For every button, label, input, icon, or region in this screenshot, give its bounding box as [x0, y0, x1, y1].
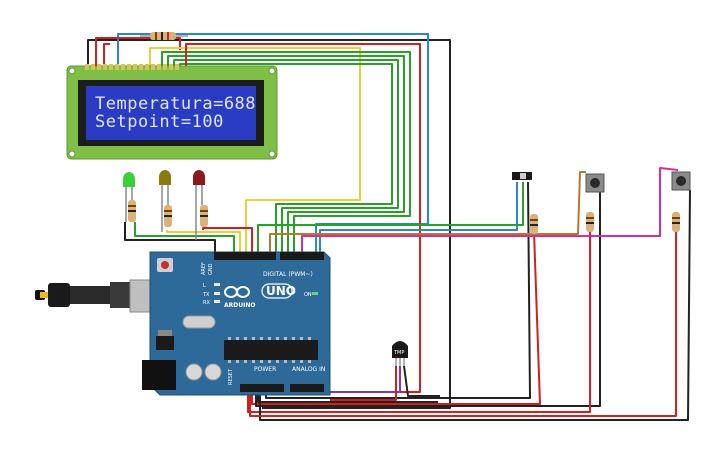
wire-yellow-led[interactable] [166, 230, 241, 252]
wire-green-lcd1[interactable] [161, 51, 411, 252]
wire-yellow-lcd[interactable] [149, 47, 361, 252]
wires [87, 33, 691, 421]
capacitor-1 [185, 363, 203, 381]
wire-green-lcd2[interactable] [167, 55, 405, 252]
analog-label: ANALOG IN [292, 366, 325, 373]
wire-brown-button1[interactable] [269, 171, 586, 252]
wire-red-button1[interactable] [247, 232, 591, 413]
wire-black-button2[interactable] [259, 189, 691, 421]
brand-label: ARDUINO [224, 302, 255, 309]
lcd-mount-hole [68, 67, 76, 75]
digital-header-1 [214, 252, 276, 260]
led-rx [214, 300, 220, 303]
led-tx [214, 292, 220, 295]
resistor-led-green[interactable] [128, 200, 136, 222]
wire-red-contrast[interactable] [103, 43, 110, 66]
wire-red-button2[interactable] [249, 232, 677, 417]
power-label: POWER [254, 366, 276, 373]
tx-label: TX [202, 292, 210, 298]
analog-header [290, 384, 324, 392]
lcd-mount-hole [268, 67, 276, 75]
wire-black-lcd[interactable] [87, 39, 451, 409]
push-button-1[interactable] [585, 173, 605, 193]
model-label: UNO [266, 284, 296, 298]
wire-green-lcd3[interactable] [173, 59, 399, 252]
led-l [214, 283, 220, 286]
led-red[interactable] [193, 170, 205, 240]
capacitor-2 [204, 363, 222, 381]
led-green[interactable] [123, 172, 135, 222]
push-button-2[interactable] [671, 171, 691, 191]
digital-label: DIGITAL (PWM~) [263, 271, 313, 278]
wire-red-switch[interactable] [251, 231, 541, 405]
wire-red-lcd[interactable] [95, 37, 181, 66]
wire-red-sensor[interactable] [330, 366, 397, 401]
wire-magenta-button2[interactable] [301, 167, 679, 252]
lcd-mount-hole [68, 150, 76, 158]
rx-label: RX [203, 300, 210, 306]
lcd-line-1: Temperatura=688 [95, 94, 256, 114]
voltage-regulator [156, 336, 174, 350]
wire-black-led[interactable] [124, 222, 216, 252]
arduino-board[interactable]: AREF GND DIGITAL (PWM~) L TX RX ARDUINO … [142, 251, 331, 396]
on-label: ON [304, 292, 312, 298]
lcd-line-2: Setpoint=100 [95, 112, 224, 132]
gnd-label: GND [208, 263, 214, 275]
lcd-header-pins [85, 64, 179, 70]
wire-blue-switch[interactable] [319, 182, 518, 252]
resistor-button-2[interactable] [672, 212, 680, 232]
arduino-logo: ARDUINO [224, 286, 255, 309]
uno-badge [261, 283, 293, 299]
led-yellow[interactable] [159, 170, 171, 232]
wire-black-button1[interactable] [255, 190, 601, 407]
resistor-lcd[interactable] [140, 32, 188, 40]
tmp-sensor[interactable]: TMP [392, 341, 408, 366]
lcd-mount-hole [268, 150, 276, 158]
wire-green-led[interactable] [134, 222, 235, 252]
atmega-chip [224, 340, 318, 360]
resistor-led-yellow[interactable] [164, 205, 172, 227]
slide-switch[interactable] [512, 172, 532, 180]
crystal [182, 315, 216, 329]
wire-green-lcd4[interactable] [179, 63, 393, 252]
wire-red-led[interactable] [202, 227, 253, 252]
digital-header-2 [280, 252, 324, 260]
wire-black-sensor[interactable] [403, 365, 440, 397]
l-label: L [203, 283, 206, 289]
resistor-switch[interactable] [530, 214, 538, 234]
lcd-screen [86, 86, 256, 140]
power-header [240, 384, 284, 392]
power-jack[interactable] [142, 360, 176, 390]
resistor-led-red[interactable] [200, 205, 208, 227]
aref-label: AREF [201, 262, 207, 275]
resistor-button-1[interactable] [586, 212, 594, 232]
wire-blue-lcd[interactable] [117, 33, 429, 252]
wire-green-switch[interactable] [257, 182, 524, 252]
reset-label: RESET [228, 368, 234, 385]
lcd-module[interactable]: Temperatura=688 Setpoint=100 [66, 64, 278, 160]
led-on [312, 292, 318, 295]
sensor-label: TMP [393, 350, 404, 356]
